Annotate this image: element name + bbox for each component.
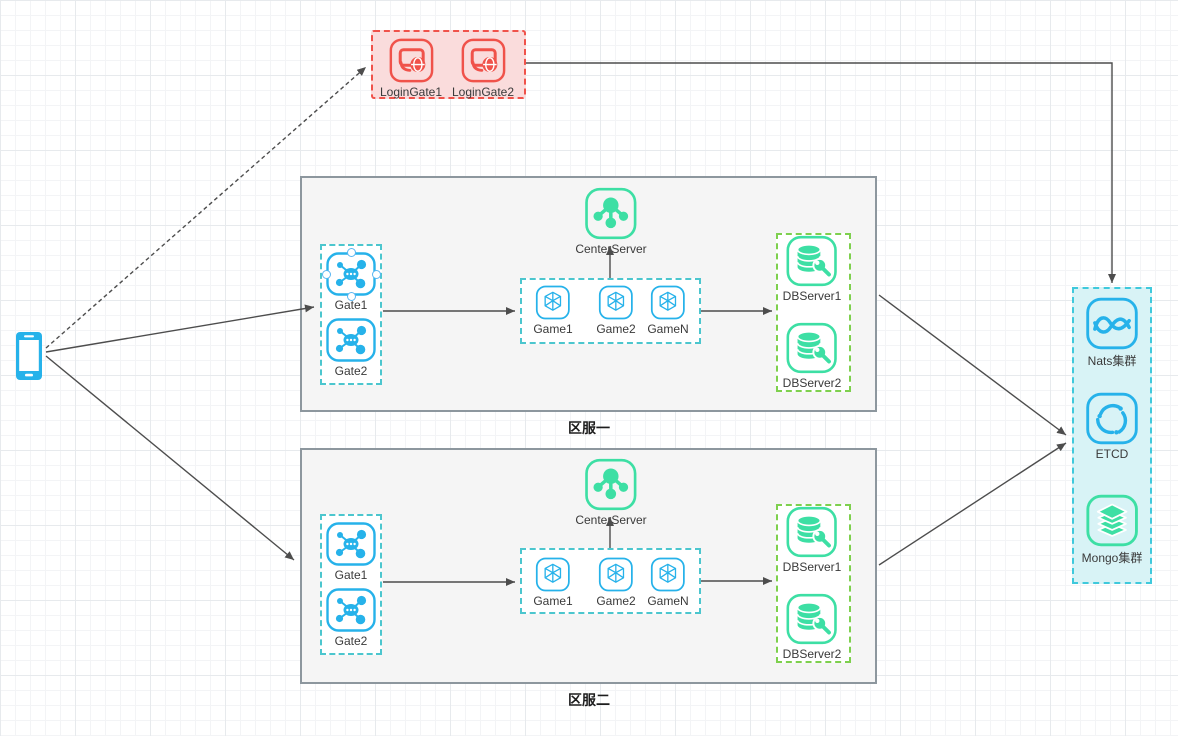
zone-1-node-game2[interactable]: Game2 — [596, 285, 636, 336]
node-label: Nats集群 — [1087, 354, 1137, 368]
database-wrench-icon — [786, 235, 838, 287]
network-hub-icon — [326, 588, 376, 632]
network-hub-icon — [321, 247, 381, 301]
edge-phone-zone2[interactable] — [45, 355, 295, 561]
layers-icon — [1085, 494, 1138, 547]
zone-2-node-gate1[interactable]: Gate1 — [326, 522, 376, 582]
node-label: DBServer2 — [782, 376, 842, 390]
node-label: Game2 — [596, 594, 636, 608]
connection-handle[interactable] — [346, 291, 356, 301]
node-logingate2[interactable]: LoginGate2 — [452, 38, 514, 99]
zone-1-node-dbserver1[interactable]: DBServer1 — [782, 235, 842, 303]
cube-icon — [651, 285, 686, 320]
cube-icon — [535, 557, 570, 592]
node-label: Gate2 — [334, 634, 368, 648]
node-label: CenterServer — [575, 242, 647, 256]
cube-icon — [598, 285, 633, 320]
zone-1-node-gate1[interactable]: Gate1 — [321, 247, 381, 312]
zone-2-title: 区服二 — [568, 692, 610, 708]
zone-2-node-gate2[interactable]: Gate2 — [326, 588, 376, 648]
cycle-icon — [1086, 392, 1139, 445]
cube-icon — [598, 557, 633, 592]
node-label: DBServer1 — [782, 560, 842, 574]
zone-1-node-centerserver[interactable]: CenterServer — [575, 187, 647, 256]
edge-zone1-infra[interactable] — [878, 294, 1067, 436]
monitor-globe-icon — [461, 38, 506, 83]
zone-1-node-dbserver2[interactable]: DBServer2 — [782, 322, 842, 390]
node-label: Mongo集群 — [1081, 551, 1143, 565]
edge-phone-zone1-gate[interactable] — [45, 304, 315, 353]
zone-1-node-game1[interactable]: Game1 — [533, 285, 573, 336]
cube-icon — [535, 285, 570, 320]
node-label: CenterServer — [575, 513, 647, 527]
zone-2-node-centerserver[interactable]: CenterServer — [575, 458, 647, 527]
zone-1-title: 区服一 — [568, 420, 610, 436]
zone-1-node-gate2[interactable]: Gate2 — [326, 318, 376, 378]
database-wrench-icon — [786, 506, 838, 558]
node-etcd[interactable]: ETCD — [1086, 392, 1139, 461]
client-phone-node[interactable] — [16, 332, 42, 380]
zone-2-node-dbserver2[interactable]: DBServer2 — [782, 593, 842, 661]
waves-icon — [1086, 297, 1139, 350]
node-label: DBServer2 — [782, 647, 842, 661]
node-label: Game2 — [596, 322, 636, 336]
network-hub-icon — [326, 318, 376, 362]
zone-2-node-game2[interactable]: Game2 — [596, 557, 636, 608]
connection-handle[interactable] — [371, 269, 381, 279]
edge-zone2-infra[interactable] — [878, 442, 1067, 566]
zone-1-node-gamen[interactable]: GameN — [647, 285, 689, 336]
network-hub-icon — [326, 522, 376, 566]
zone-2-node-game1[interactable]: Game1 — [533, 557, 573, 608]
node-label: GameN — [647, 322, 689, 336]
database-wrench-icon — [786, 593, 838, 645]
hub-icon — [585, 458, 638, 511]
database-wrench-icon — [786, 322, 838, 374]
node-label: ETCD — [1095, 447, 1129, 461]
hub-icon — [585, 187, 638, 240]
zone-2-node-gamen[interactable]: GameN — [647, 557, 689, 608]
node-label: Game1 — [533, 594, 573, 608]
node-label: LoginGate2 — [451, 85, 515, 99]
monitor-globe-icon — [389, 38, 434, 83]
node-label: Game1 — [533, 322, 573, 336]
connection-handle[interactable] — [346, 247, 356, 257]
smartphone-icon — [16, 332, 42, 380]
zone-2-node-dbserver1[interactable]: DBServer1 — [782, 506, 842, 574]
cube-icon — [651, 557, 686, 592]
node-label: DBServer1 — [782, 289, 842, 303]
node-label: Gate1 — [334, 568, 368, 582]
node-nats-cluster[interactable]: Nats集群 — [1086, 297, 1139, 369]
node-logingate1[interactable]: LoginGate1 — [380, 38, 442, 99]
node-label: GameN — [647, 594, 689, 608]
node-mongo-cluster[interactable]: Mongo集群 — [1081, 494, 1143, 566]
node-label: LoginGate1 — [379, 85, 443, 99]
connection-handle[interactable] — [321, 269, 331, 279]
node-label: Gate2 — [334, 364, 368, 378]
